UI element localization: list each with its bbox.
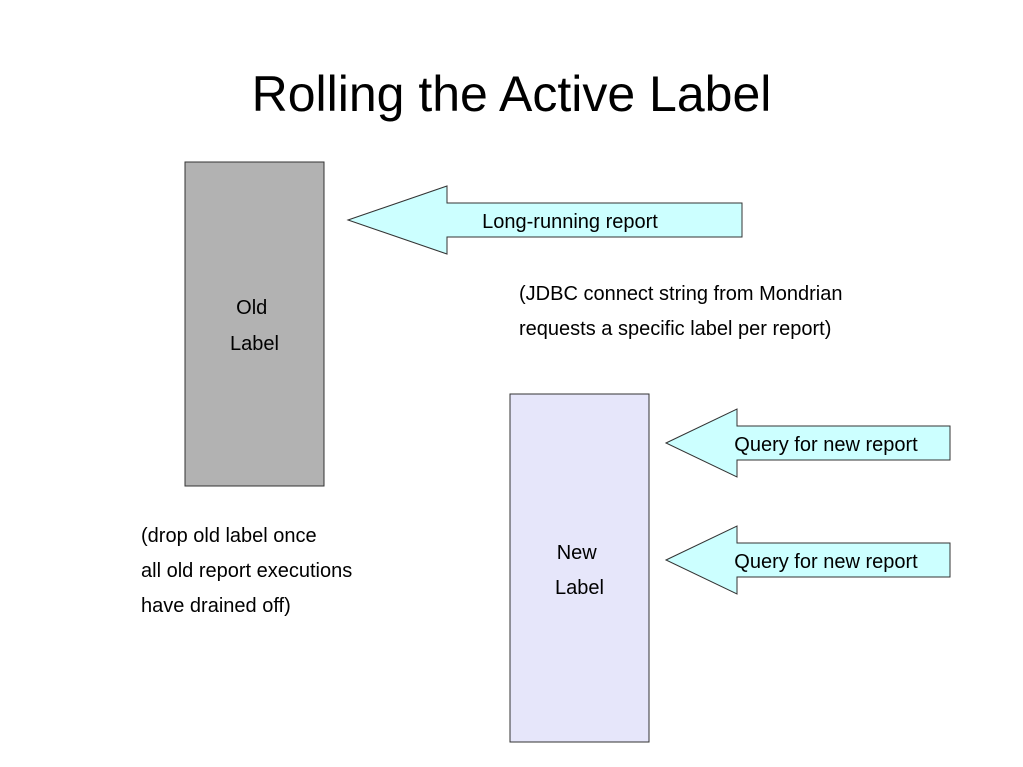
- drop-note-line3: have drained off): [141, 595, 291, 617]
- query-new-report-arrow-1: Query for new report: [664, 408, 951, 478]
- drop-old-label-note: (drop old label once all old report exec…: [141, 519, 352, 624]
- query-new-report-label-2: Query for new report: [734, 551, 918, 573]
- drop-note-line2: all old report executions: [141, 560, 353, 582]
- query-new-report-arrow-2-shape: [664, 525, 951, 595]
- new-label-line2: Label: [555, 577, 604, 599]
- new-label-line1: New: [557, 542, 598, 564]
- jdbc-note-line2: requests a specific label per report): [519, 318, 832, 340]
- drop-note-line1: (drop old label once: [141, 525, 317, 547]
- query-new-report-label-1: Query for new report: [734, 434, 918, 456]
- old-label-box: Old Label: [184, 161, 325, 487]
- long-running-report-arrow-shape: [346, 185, 743, 255]
- old-label-line2: Label: [230, 333, 279, 355]
- slide-title: Rolling the Active Label: [251, 66, 772, 122]
- long-running-report-label: Long-running report: [482, 211, 658, 233]
- old-label-box-text: Old Label: [230, 297, 279, 355]
- jdbc-note: (JDBC connect string from Mondrian reque…: [519, 277, 842, 347]
- old-label-line1: Old: [236, 297, 267, 319]
- new-label-box-text: New Label: [555, 542, 604, 599]
- new-label-box-rect: [509, 393, 650, 743]
- query-new-report-arrow-1-shape: [664, 408, 951, 478]
- jdbc-note-line1: (JDBC connect string from Mondrian: [519, 283, 843, 305]
- query-new-report-arrow-2: Query for new report: [664, 525, 951, 595]
- old-label-box-rect: [184, 161, 325, 487]
- new-label-box: New Label: [509, 393, 650, 743]
- long-running-report-arrow: Long-running report: [346, 185, 743, 255]
